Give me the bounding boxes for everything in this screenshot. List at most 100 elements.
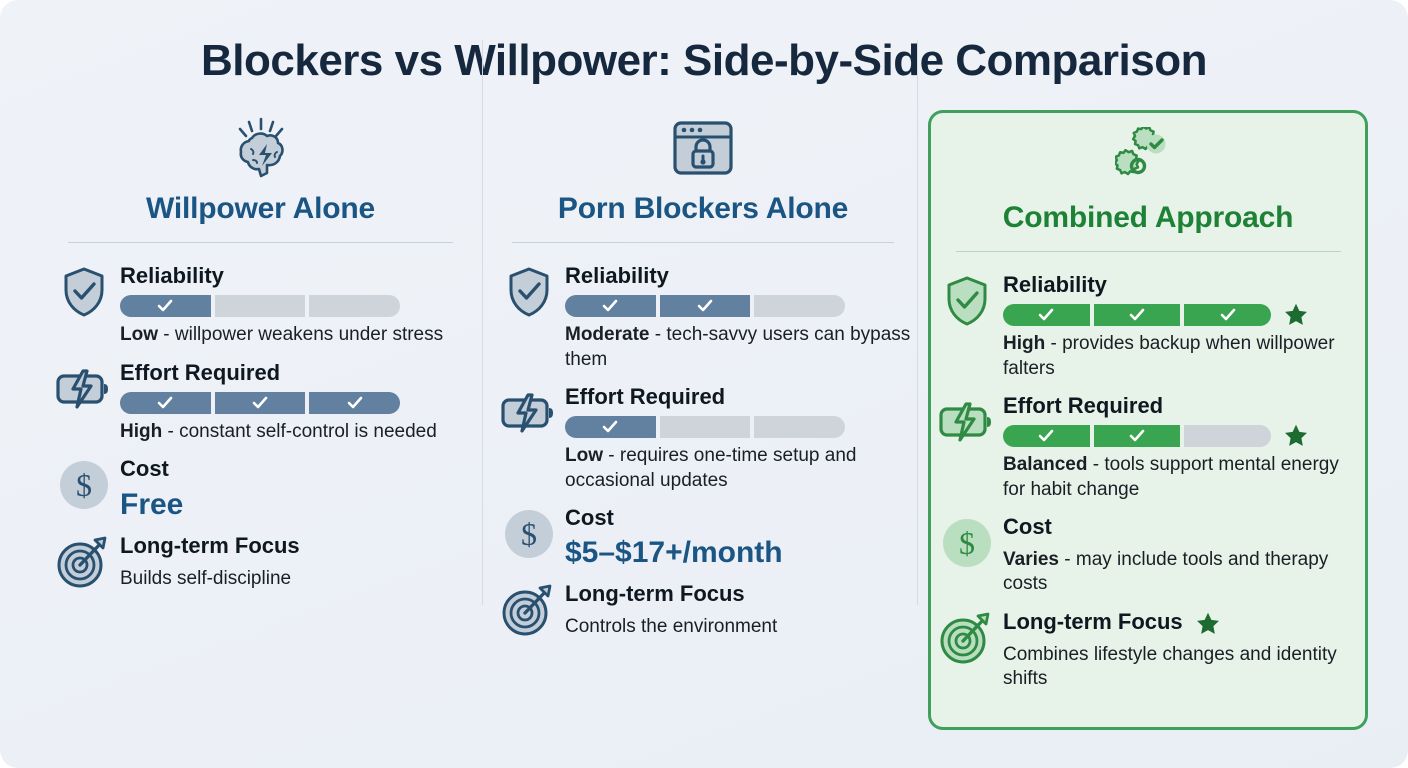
metric-description: Builds self-discipline (120, 567, 473, 591)
meter-segment (1184, 304, 1272, 327)
star-icon (1196, 612, 1219, 634)
check-icon (1220, 308, 1235, 321)
check-icon (347, 396, 362, 409)
metric-description: Moderate - tech-savvy users can bypass t… (565, 323, 913, 372)
metric-label: Effort Required (1003, 392, 1164, 418)
metric-description-lead: Varies (1003, 549, 1059, 571)
meter-segment (309, 391, 401, 414)
meter-segment (120, 391, 211, 414)
meter-segment (1184, 425, 1272, 448)
check-icon (603, 420, 618, 433)
shield-check-icon (493, 261, 565, 323)
metric-description-text: - willpower weakens under stress (158, 324, 444, 346)
column-divider-1 (482, 40, 483, 605)
star-icon (1285, 304, 1307, 326)
metric-description: Varies - may include tools and therapy c… (1003, 548, 1359, 597)
metric-description: Controls the environment (565, 615, 913, 639)
column-rule (512, 242, 894, 243)
check-icon (158, 299, 173, 312)
check-icon (603, 299, 618, 312)
metric-description: Combines lifestyle changes and identity … (1003, 643, 1359, 692)
metric-meter (565, 295, 846, 318)
metric-row-cost: $ Cost $5–$17+/month (493, 503, 913, 569)
meter-segment (659, 416, 751, 439)
metric-row-cost: $ Cost Free (48, 454, 473, 521)
metric-description-lead: Low (120, 324, 158, 346)
metric-description: High - provides backup when willpower fa… (1003, 332, 1359, 381)
check-icon (158, 396, 173, 409)
metric-description-lead: Moderate (565, 324, 650, 346)
meter-segment (214, 295, 306, 318)
target-arrow-icon (931, 607, 1003, 669)
check-icon (1039, 308, 1054, 321)
metric-row-cost: $ Cost Varies - may include tools and th… (931, 512, 1365, 597)
metric-description-text: - tools support mental energy for habit … (1003, 454, 1339, 500)
comparison-column-willpower-alone: Willpower Alone Reliability Low - willpo… (48, 110, 473, 730)
metric-row-long-term-focus: Long-term Focus Combines lifestyle chang… (931, 607, 1365, 692)
cost-value: Free (120, 487, 184, 521)
metric-description-lead: Balanced (1003, 454, 1088, 476)
svg-text:$: $ (959, 525, 975, 561)
metric-description-text: Controls the environment (565, 616, 778, 638)
metric-description-lead: Low (565, 445, 603, 467)
metric-description-text: - requires one-time setup and occasional… (565, 445, 857, 491)
column-title-willpower-alone: Willpower Alone (146, 192, 375, 225)
metric-label: Long-term Focus (120, 532, 300, 558)
svg-text:$: $ (521, 516, 537, 552)
metric-row-effort-required: Effort Required High - constant self-con… (48, 358, 473, 445)
meter-segment (565, 416, 656, 439)
metric-label: Effort Required (565, 383, 726, 409)
comparison-column-combined-approach: Combined Approach Reliability High - pro… (928, 110, 1368, 730)
cost-value: $5–$17+/month (565, 536, 783, 570)
metric-description-text: - tech-savvy users can bypass them (565, 324, 911, 370)
shield-check-icon (931, 270, 1003, 332)
metric-row-reliability: Reliability Low - willpower weakens unde… (48, 261, 473, 348)
meter-segment (754, 295, 846, 318)
metric-description-text: Combines lifestyle changes and identity … (1003, 644, 1337, 690)
metric-description: Low - willpower weakens under stress (120, 323, 473, 347)
meter-segment (1003, 304, 1090, 327)
metric-row-reliability: Reliability High - provides backup when … (931, 270, 1365, 381)
metric-description: Balanced - tools support mental energy f… (1003, 453, 1359, 502)
check-icon (1039, 429, 1054, 442)
battery-bolt-icon (48, 358, 120, 420)
metric-label: Cost (565, 504, 614, 530)
meter-segment (1093, 304, 1181, 327)
metric-label: Cost (1003, 513, 1052, 539)
metric-meter (120, 391, 401, 414)
dollar-circle-icon: $ (48, 454, 120, 516)
metric-rows: Reliability Moderate - tech-savvy users … (493, 261, 913, 641)
metric-rows: Reliability Low - willpower weakens unde… (48, 261, 473, 593)
metric-label: Reliability (565, 263, 669, 288)
metric-meter (120, 295, 401, 318)
metric-description-text: - constant self-control is needed (162, 420, 437, 442)
metric-label: Reliability (120, 263, 224, 288)
shield-check-icon (48, 261, 120, 323)
meter-segment (1093, 425, 1181, 448)
page-title: Blockers vs Willpower: Side-by-Side Comp… (201, 36, 1207, 85)
metric-row-effort-required: Effort Required Balanced - tools support… (931, 391, 1365, 502)
comparison-column-porn-blockers-alone: Porn Blockers Alone Reliability Moderate… (493, 110, 913, 730)
browser-lock-icon (493, 110, 913, 186)
metric-label: Reliability (1003, 272, 1107, 297)
battery-bolt-icon (931, 391, 1003, 453)
metric-rows: Reliability High - provides backup when … (931, 270, 1365, 692)
metric-description: Low - requires one-time setup and occasi… (565, 444, 913, 493)
brain-icon (48, 110, 473, 186)
svg-text:$: $ (76, 467, 92, 503)
metric-meter (565, 416, 846, 439)
metric-row-long-term-focus: Long-term Focus Controls the environment (493, 579, 913, 641)
target-arrow-icon (493, 579, 565, 641)
meter-segment (1003, 425, 1090, 448)
metric-meter (1003, 304, 1272, 327)
metric-meter (1003, 425, 1272, 448)
target-arrow-icon (48, 531, 120, 593)
metric-row-long-term-focus: Long-term Focus Builds self-discipline (48, 531, 473, 593)
meter-segment (120, 295, 211, 318)
column-title-porn-blockers-alone: Porn Blockers Alone (557, 192, 849, 225)
comparison-columns: Willpower Alone Reliability Low - willpo… (0, 110, 1408, 735)
dollar-circle-icon: $ (931, 512, 1003, 574)
metric-label: Long-term Focus (565, 581, 745, 607)
metric-description-text: Builds self-discipline (120, 567, 292, 589)
